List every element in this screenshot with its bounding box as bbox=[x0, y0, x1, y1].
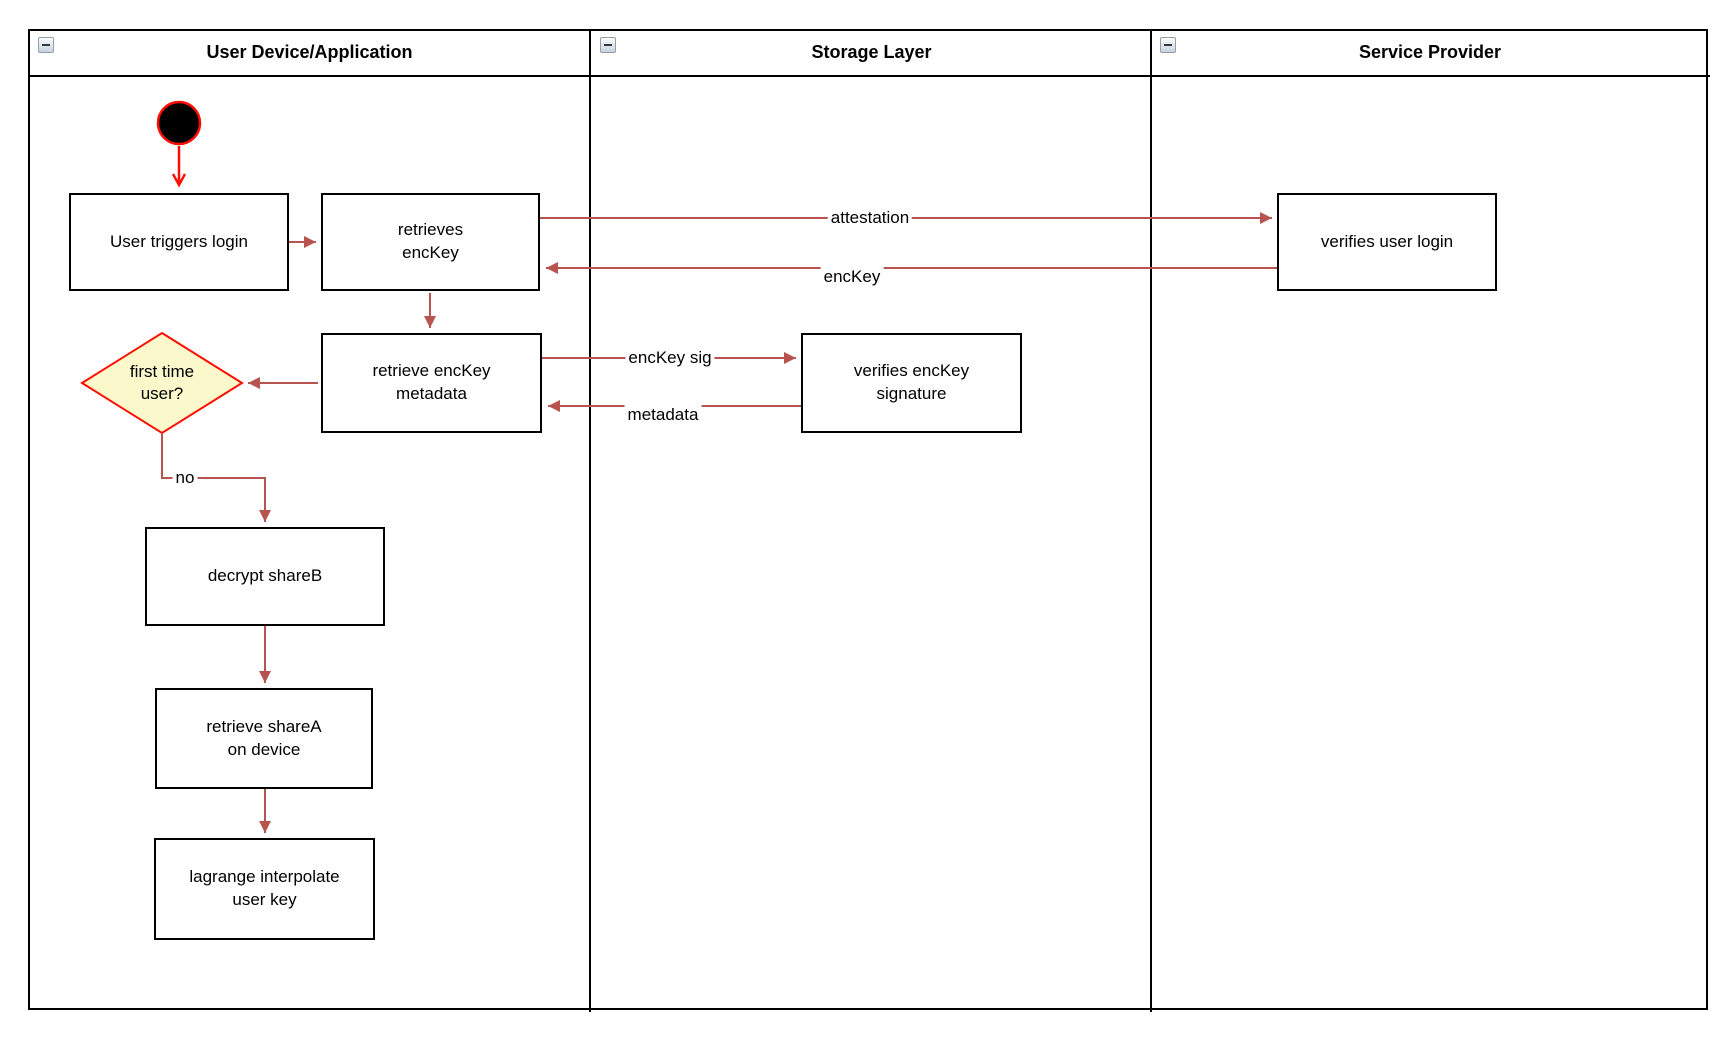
lane-title-service-provider: Service Provider bbox=[1358, 41, 1502, 62]
lane-title-user-device: User Device/Application bbox=[206, 41, 413, 62]
node-retrieve-sharea: retrieve shareA on device bbox=[155, 688, 373, 789]
node-verifies-user-login: verifies user login bbox=[1277, 193, 1497, 291]
edge-label-attestation: attestation bbox=[827, 208, 913, 228]
minus-icon bbox=[604, 44, 612, 46]
edge-label-no: no bbox=[172, 468, 198, 488]
edge-label-enckey-sig: encKey sig bbox=[625, 348, 715, 368]
node-verifies-enckey-signature: verifies encKey signature bbox=[801, 333, 1022, 433]
collapse-minus-icon[interactable] bbox=[600, 37, 616, 53]
node-retrieve-enckey-metadata: retrieve encKey metadata bbox=[321, 333, 542, 433]
decision-first-time-user-label: first time user? bbox=[129, 361, 195, 403]
collapse-minus-icon[interactable] bbox=[1160, 37, 1176, 53]
lane-divider-2 bbox=[1150, 29, 1152, 1012]
lane-header-underline bbox=[28, 75, 1710, 77]
node-decrypt-shareb: decrypt shareB bbox=[145, 527, 385, 626]
edge-decision-no bbox=[161, 433, 271, 522]
node-user-triggers-login: User triggers login bbox=[69, 193, 289, 291]
initial-state-node bbox=[156, 100, 202, 146]
node-retrieves-enckey: retrieves encKey bbox=[321, 193, 540, 291]
edge-label-enckey: encKey bbox=[820, 267, 884, 287]
collapse-minus-icon[interactable] bbox=[38, 37, 54, 53]
minus-icon bbox=[1164, 44, 1172, 46]
edge-label-metadata: metadata bbox=[624, 405, 702, 425]
lane-divider-1 bbox=[589, 29, 591, 1012]
node-lagrange-interpolate: lagrange interpolate user key bbox=[154, 838, 375, 940]
minus-icon bbox=[42, 44, 50, 46]
lane-title-storage-layer: Storage Layer bbox=[811, 41, 932, 62]
